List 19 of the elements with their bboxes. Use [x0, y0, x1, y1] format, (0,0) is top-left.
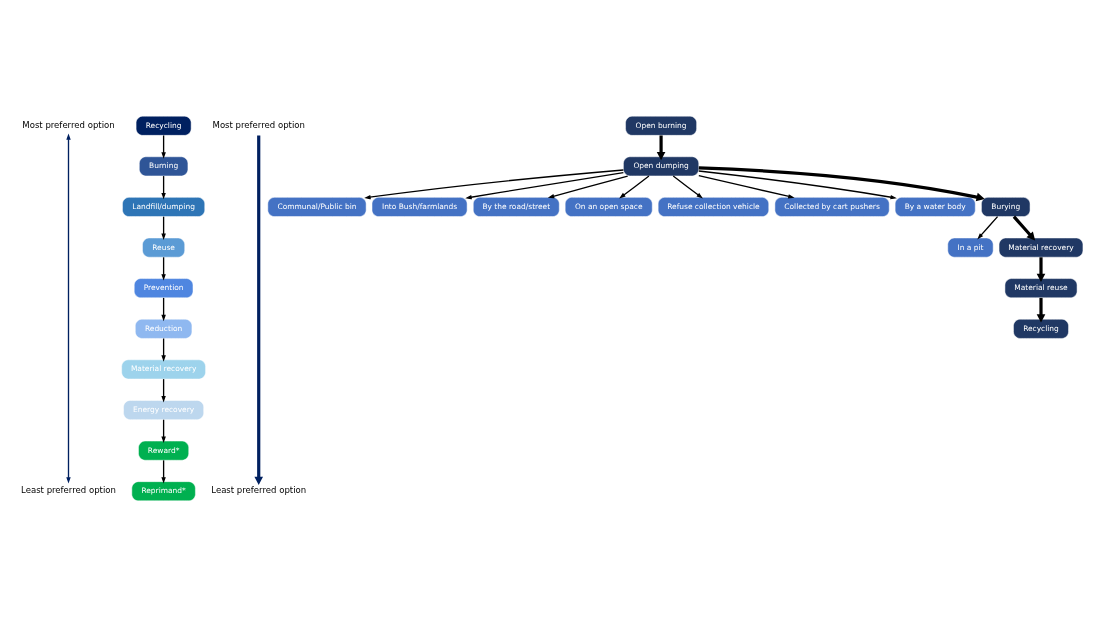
- arrow: [656, 135, 666, 161]
- node-text: Least preferred option: [211, 485, 307, 496]
- arrow: [254, 135, 264, 485]
- arrow: [547, 175, 629, 199]
- arrow: [1036, 297, 1046, 323]
- node-text: Least preferred option: [21, 485, 116, 496]
- arrow: [672, 175, 703, 199]
- arrow: [698, 166, 985, 202]
- arrow: [364, 169, 625, 200]
- arrow: [465, 172, 625, 200]
- arrow: [698, 170, 897, 200]
- arrow: [619, 175, 650, 199]
- arrow: [66, 133, 71, 484]
- arrow: [977, 216, 999, 240]
- arrow: [1036, 257, 1046, 282]
- node-text: Most preferred option: [22, 119, 115, 130]
- arrow: [698, 174, 795, 199]
- arrow: [1012, 215, 1036, 241]
- node-text: Most preferred option: [212, 119, 305, 130]
